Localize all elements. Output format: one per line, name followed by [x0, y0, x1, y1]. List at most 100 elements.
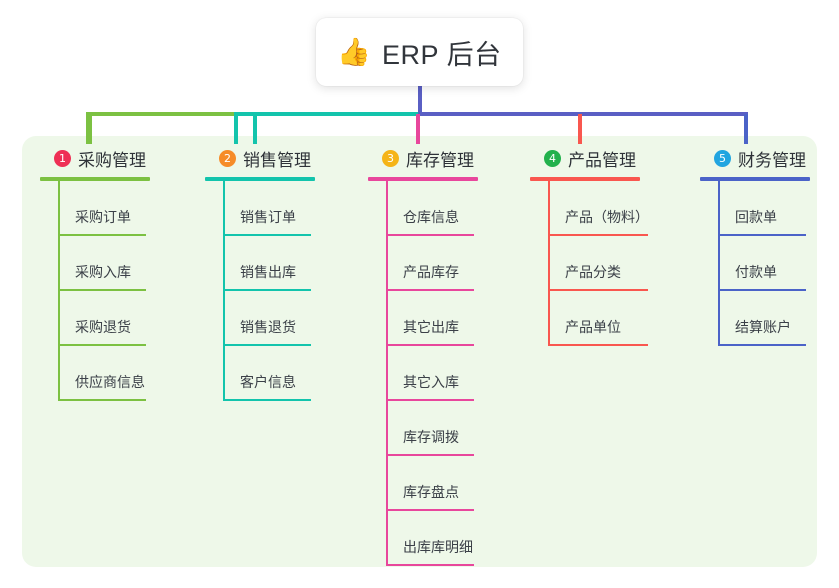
branch-number-badge: 3 [382, 149, 399, 167]
leaf-item-rule [58, 399, 146, 401]
thumbs-up-icon: 👍 [337, 36, 372, 67]
leaf-item-label: 结算账户 [735, 319, 791, 335]
leaf-item-rule [548, 289, 648, 291]
root-node-content: 👍 ERP 后台 [337, 33, 501, 72]
branch-stem-5 [744, 114, 748, 144]
bus-segment-2 [234, 112, 418, 116]
leaf-item[interactable]: 库存盘点 [386, 456, 478, 511]
leaf-item[interactable]: 销售出库 [223, 236, 315, 291]
leaf-item-label: 其它出库 [403, 319, 459, 335]
branch-leaf-list: 采购订单采购入库采购退货供应商信息 [58, 181, 150, 401]
leaf-item[interactable]: 其它出库 [386, 291, 478, 346]
branch-number-badge: 5 [714, 149, 731, 167]
branch-header-rule [368, 177, 478, 181]
leaf-item-label: 仓库信息 [403, 209, 459, 225]
leaf-item-label: 库存调拨 [403, 429, 459, 445]
leaf-item[interactable]: 产品分类 [548, 236, 649, 291]
leaf-item-rule [223, 399, 311, 401]
branch-header-rule [700, 177, 810, 181]
leaf-item-label: 采购订单 [75, 209, 131, 225]
branch-header-5[interactable]: 5 财务管理 [700, 146, 810, 170]
branch-stem-1 [88, 114, 92, 144]
leaf-item[interactable]: 销售订单 [223, 181, 315, 236]
leaf-item-rule [548, 234, 648, 236]
leaf-item[interactable]: 出库库明细 [386, 511, 478, 566]
leaf-item-rule [58, 344, 146, 346]
leaf-item-rule [718, 234, 806, 236]
leaf-item-label: 库存盘点 [403, 484, 459, 500]
branch-leaf-list: 销售订单销售出库销售退货客户信息 [223, 181, 315, 401]
branch-number-badge: 1 [54, 149, 71, 167]
leaf-item-rule [386, 289, 474, 291]
branch-header-3[interactable]: 3 库存管理 [368, 146, 478, 170]
leaf-item-rule [548, 344, 648, 346]
leaf-item-rule [718, 289, 806, 291]
leaf-item-label: 付款单 [735, 264, 777, 280]
root-node-card[interactable]: 👍 ERP 后台 [316, 18, 523, 86]
leaf-item[interactable]: 结算账户 [718, 291, 810, 346]
leaf-item-label: 销售订单 [240, 209, 296, 225]
branch-leaf-list: 仓库信息产品库存其它出库其它入库库存调拨库存盘点出库库明细 [386, 181, 478, 566]
leaf-item-rule [58, 289, 146, 291]
branch-leaf-list: 产品（物料） 产品分类产品单位 [548, 181, 649, 346]
branch-spine [386, 181, 388, 566]
leaf-item-rule [386, 564, 474, 566]
leaf-item[interactable]: 产品库存 [386, 236, 478, 291]
branch-header-rule [40, 177, 150, 181]
leaf-item[interactable]: 其它入库 [386, 346, 478, 401]
leaf-item[interactable]: 仓库信息 [386, 181, 478, 236]
leaf-item-rule [223, 344, 311, 346]
leaf-item-label: 采购退货 [75, 319, 131, 335]
leaf-item-label: 其它入库 [403, 374, 459, 390]
leaf-item[interactable]: 产品单位 [548, 291, 649, 346]
branch-stem-4 [578, 114, 582, 144]
branch-title: 采购管理 [78, 150, 146, 170]
leaf-item-rule [223, 289, 311, 291]
branch-stem-2 [253, 114, 257, 144]
leaf-item-label: 产品分类 [565, 264, 621, 280]
leaf-item[interactable]: 产品（物料） [548, 181, 649, 236]
leaf-item-label: 回款单 [735, 209, 777, 225]
branch-title: 销售管理 [243, 150, 311, 170]
leaf-item-rule [386, 509, 474, 511]
branch-column-1: 1 采购管理采购订单采购入库采购退货供应商信息 [40, 146, 150, 401]
branch-spine [223, 181, 225, 401]
leaf-item[interactable]: 付款单 [718, 236, 810, 291]
leaf-item-label: 采购入库 [75, 264, 131, 280]
branch-spine [718, 181, 720, 346]
leaf-item-label: 出库库明细 [403, 539, 473, 555]
leaf-item[interactable]: 采购入库 [58, 236, 150, 291]
leaf-item[interactable]: 供应商信息 [58, 346, 150, 401]
branch-title: 产品管理 [568, 150, 636, 170]
leaf-item[interactable]: 回款单 [718, 181, 810, 236]
leaf-item[interactable]: 采购退货 [58, 291, 150, 346]
branch-spine [548, 181, 550, 346]
leaf-item-label: 产品库存 [403, 264, 459, 280]
branch-header-rule [205, 177, 315, 181]
branch-column-5: 5 财务管理回款单付款单结算账户 [700, 146, 810, 346]
branch-title: 库存管理 [406, 150, 474, 170]
leaf-item-rule [386, 399, 474, 401]
leaf-item-rule [223, 234, 311, 236]
leaf-item[interactable]: 销售退货 [223, 291, 315, 346]
leaf-item-label: 销售出库 [240, 264, 296, 280]
bus-segment-1 [86, 112, 234, 116]
leaf-item[interactable]: 采购订单 [58, 181, 150, 236]
root-node-title: ERP 后台 [382, 39, 502, 70]
branch-stem-3 [416, 114, 420, 144]
leaf-item-label: 供应商信息 [75, 374, 145, 390]
leaf-item[interactable]: 客户信息 [223, 346, 315, 401]
branch-leaf-list: 回款单付款单结算账户 [718, 181, 810, 346]
leaf-item[interactable]: 库存调拨 [386, 401, 478, 456]
root-connector-trunk [418, 84, 422, 114]
branch-column-3: 3 库存管理仓库信息产品库存其它出库其它入库库存调拨库存盘点出库库明细 [368, 146, 478, 566]
branch-header-1[interactable]: 1 采购管理 [40, 146, 150, 170]
branch-title: 财务管理 [738, 150, 806, 170]
leaf-item-label: 产品（物料） [565, 209, 649, 225]
leaf-item-rule [718, 344, 806, 346]
bus-segment-3 [418, 112, 748, 116]
leaf-item-rule [386, 344, 474, 346]
